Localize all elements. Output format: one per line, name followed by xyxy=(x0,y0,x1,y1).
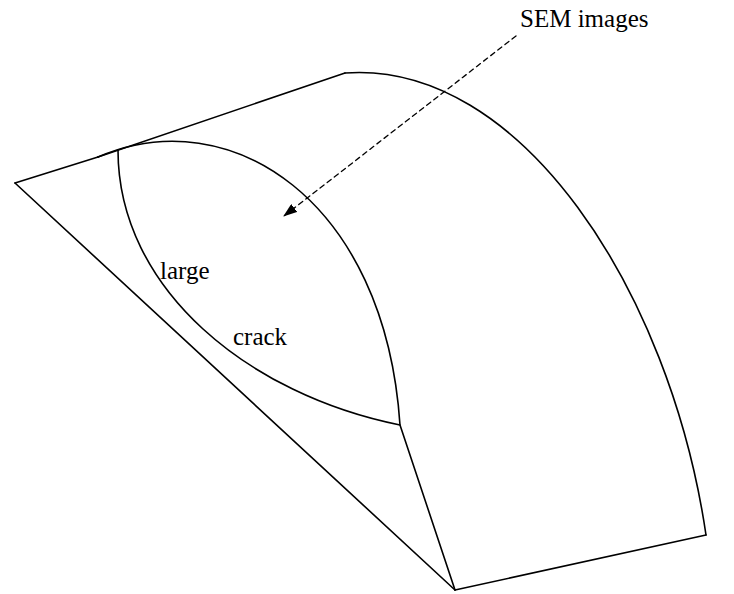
front-arch xyxy=(98,141,455,590)
left-top-edge xyxy=(15,157,98,183)
crack-label: large xyxy=(160,258,210,283)
crack-label: crack xyxy=(233,324,287,349)
base-right-edge xyxy=(455,535,706,590)
base-left-edge xyxy=(15,183,455,590)
crack-boundary xyxy=(118,150,400,425)
back-arch xyxy=(345,72,706,535)
sem-arrow xyxy=(284,36,516,216)
annotation-label: SEM images xyxy=(520,6,648,31)
